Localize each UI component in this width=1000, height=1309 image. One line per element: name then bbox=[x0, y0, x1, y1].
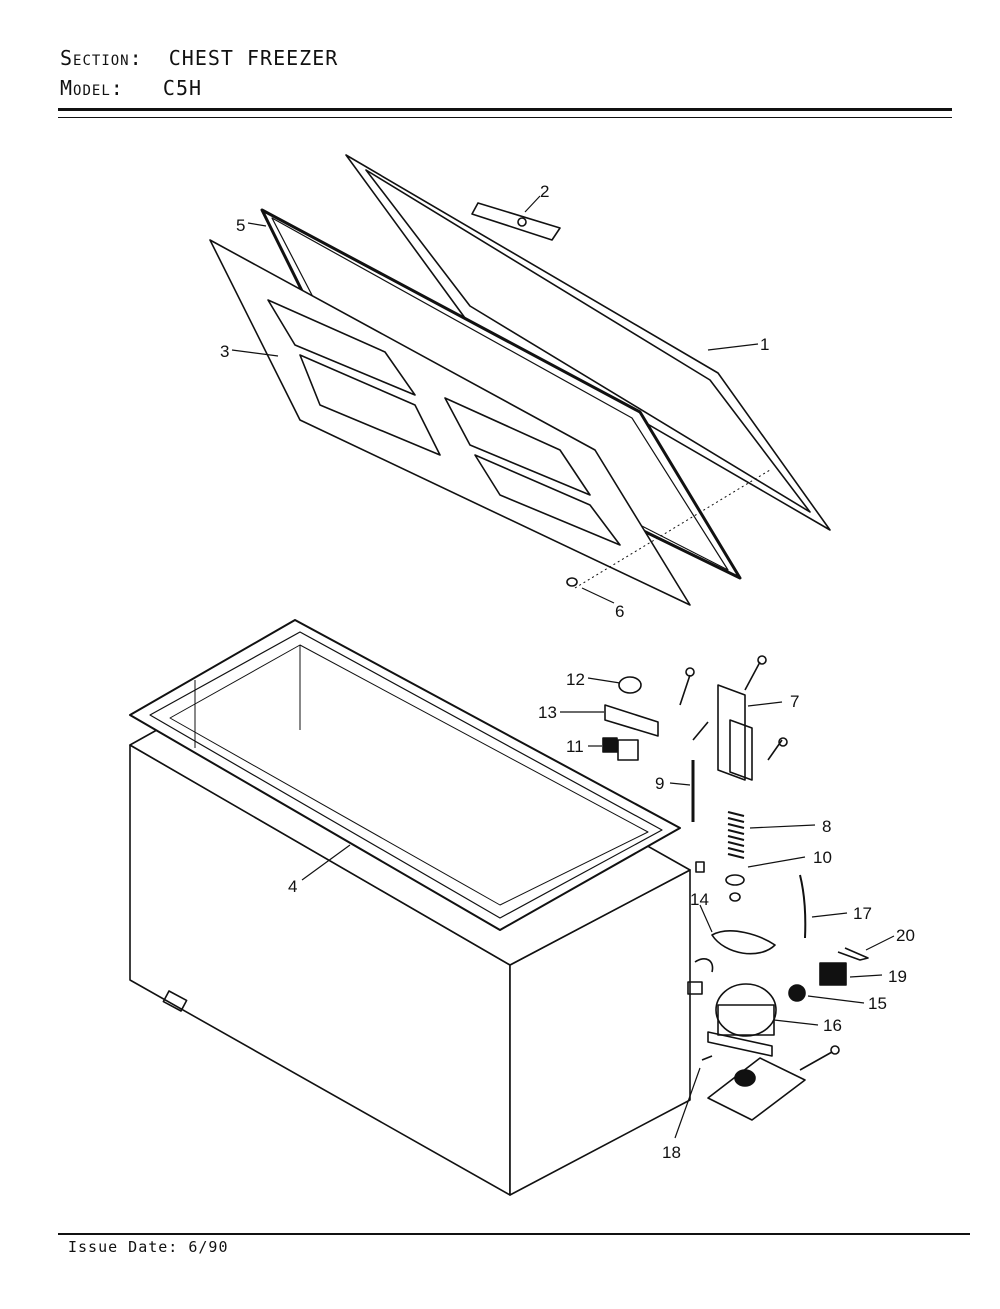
hinge-rod bbox=[691, 721, 709, 822]
header-rule-thin bbox=[58, 117, 952, 118]
callout-5: 5 bbox=[236, 216, 245, 235]
callout-16: 16 bbox=[823, 1016, 842, 1035]
model-value: C5H bbox=[162, 76, 203, 100]
section-key: Section: bbox=[60, 46, 143, 70]
callout-11: 11 bbox=[566, 737, 584, 756]
overload-protector bbox=[788, 984, 806, 1002]
callout-7: 7 bbox=[790, 692, 799, 711]
inner-lid-liner bbox=[209, 239, 691, 606]
callout-3: 3 bbox=[220, 342, 229, 361]
callout-labels: 1 2 3 4 5 6 7 8 9 10 11 12 13 14 15 16 1… bbox=[220, 182, 915, 1162]
callout-13: 13 bbox=[538, 703, 557, 722]
callout-18: 18 bbox=[662, 1143, 681, 1162]
section-value: CHEST FREEZER bbox=[168, 46, 339, 70]
callout-14: 14 bbox=[690, 890, 709, 909]
callout-4: 4 bbox=[288, 877, 297, 896]
header-rule-thick bbox=[58, 108, 952, 111]
callout-19: 19 bbox=[888, 967, 907, 986]
spring-hardware bbox=[695, 861, 745, 902]
hinge bbox=[717, 684, 753, 781]
bracket bbox=[604, 704, 659, 737]
screws bbox=[679, 655, 788, 761]
section-line: Section: CHEST FREEZER bbox=[60, 46, 338, 70]
clip bbox=[837, 947, 869, 961]
callout-8: 8 bbox=[822, 817, 831, 836]
switch bbox=[602, 737, 639, 761]
callout-2: 2 bbox=[540, 182, 549, 201]
hinge-spring bbox=[727, 811, 745, 859]
freezer-cabinet bbox=[129, 619, 691, 1196]
footer-rule bbox=[58, 1233, 970, 1235]
callout-17: 17 bbox=[853, 904, 872, 923]
callout-6: 6 bbox=[615, 602, 624, 621]
wire-harness bbox=[687, 930, 776, 995]
knob bbox=[618, 676, 642, 694]
capillary-tube bbox=[799, 874, 807, 939]
callout-20: 20 bbox=[896, 926, 915, 945]
lid-outer-panel bbox=[345, 154, 831, 531]
compressor bbox=[707, 983, 777, 1057]
compressor-base bbox=[707, 1045, 840, 1121]
model-line: Model: C5H bbox=[60, 76, 202, 100]
callout-9: 9 bbox=[655, 774, 664, 793]
lid-screw bbox=[566, 577, 578, 587]
callout-15: 15 bbox=[868, 994, 887, 1013]
callout-10: 10 bbox=[813, 848, 832, 867]
relay bbox=[819, 962, 847, 986]
issue-date: Issue Date: 6/90 bbox=[68, 1238, 229, 1256]
mounting-clip bbox=[701, 1055, 713, 1061]
model-key: Model: bbox=[60, 76, 124, 100]
leader-lines bbox=[231, 195, 895, 1139]
callout-1: 1 bbox=[760, 335, 769, 354]
lid-handle bbox=[471, 202, 561, 241]
callout-12: 12 bbox=[566, 670, 585, 689]
